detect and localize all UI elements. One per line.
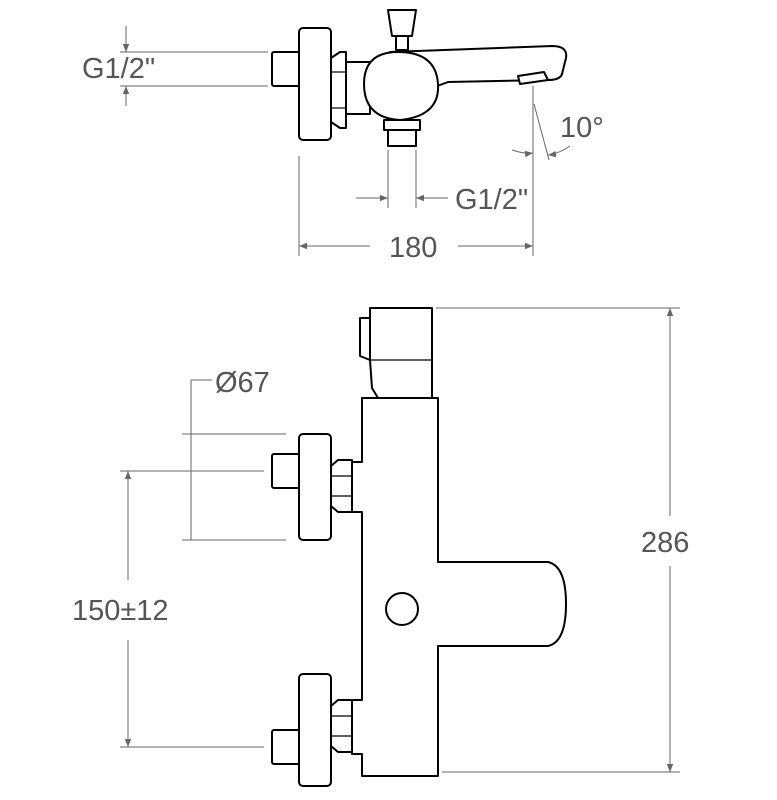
outlet-pipe [387, 129, 417, 147]
top-hex-nut [330, 51, 347, 129]
outlet-nut [383, 119, 421, 131]
lower-escutcheon [298, 673, 332, 787]
spout-aerator [517, 71, 549, 85]
diverter-stem [395, 35, 409, 51]
upper-inlet-pipe [271, 453, 303, 489]
thermostat-handle [369, 307, 433, 399]
top-escutcheon [298, 27, 332, 141]
top-dimensions: G1/2" G1/2" 10° 180 [82, 26, 604, 264]
diverter-knob [387, 9, 417, 37]
mixer-body [351, 397, 567, 777]
width-label: 180 [389, 232, 437, 264]
handle-button [359, 317, 371, 361]
inlet-spacing-label: 150±12 [72, 595, 169, 627]
top-view [271, 9, 568, 147]
upper-hex-nut [330, 459, 353, 513]
outlet-thread-label: G1/2" [455, 184, 528, 216]
lower-hex-nut [330, 699, 353, 753]
top-body [363, 51, 440, 121]
upper-escutcheon [298, 433, 332, 541]
front-dimensions: Ø67 150±12 286 [72, 307, 689, 773]
top-inlet-pipe [271, 51, 303, 87]
height-label: 286 [641, 527, 689, 559]
spout-angle-label: 10° [560, 112, 604, 144]
lower-inlet-pipe [271, 729, 303, 765]
inlet-thread-label: G1/2" [82, 53, 155, 85]
front-view [271, 307, 567, 787]
outlet-hole [385, 592, 419, 626]
escutcheon-diameter-label: Ø67 [215, 367, 270, 399]
